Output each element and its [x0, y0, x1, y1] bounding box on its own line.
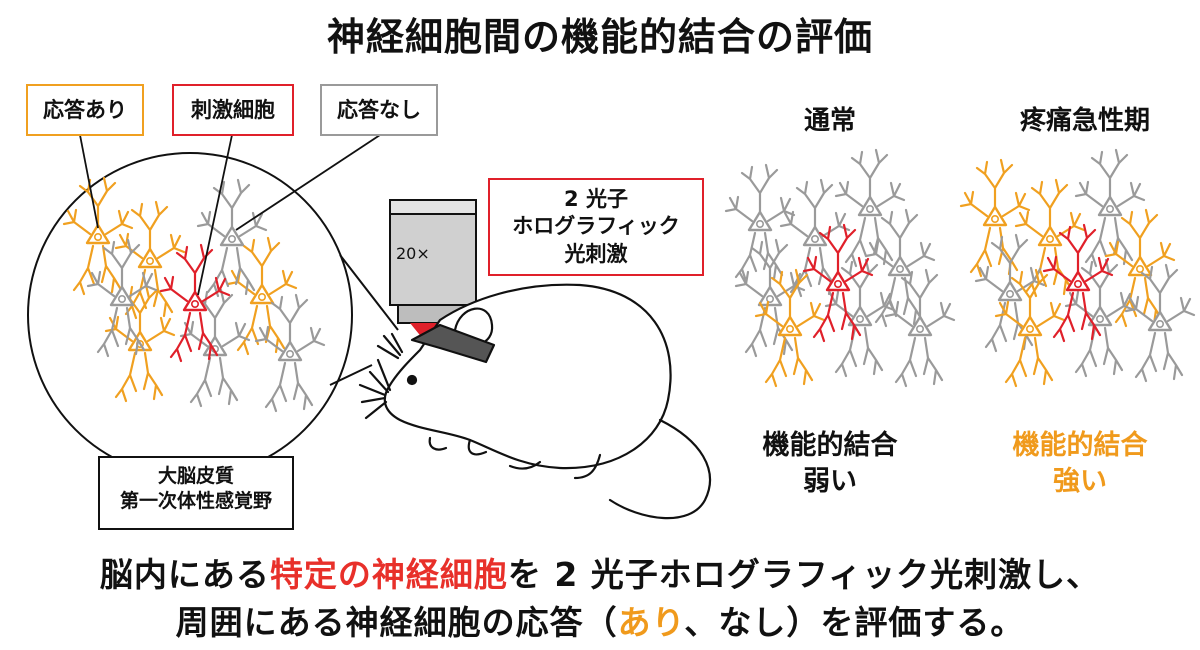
- mouse-icon: [358, 283, 711, 520]
- stim-label-line3: 光刺激: [564, 241, 628, 266]
- caption-highlight-stimulated: 特定の神経細胞: [269, 555, 508, 594]
- caption-highlight-responsive: あり: [617, 603, 685, 642]
- cortex-label-line2: 第一次体性感覚野: [119, 489, 272, 512]
- stimulation-label: 2 光子 ホログラフィック 光刺激: [488, 178, 704, 276]
- caption-text: 、なし）を評価する。: [684, 603, 1025, 642]
- stim-label-line2: ホログラフィック: [512, 214, 680, 239]
- cortex-neurons: [62, 176, 326, 413]
- caption-line1: 脳内にある特定の神経細胞を 2 光子ホログラフィック光刺激し、: [0, 548, 1200, 596]
- cortex-label-line1: 大脳皮質: [157, 465, 234, 487]
- page-title: 神経細胞間の機能的結合の評価: [326, 15, 873, 59]
- objective-label: 20×: [396, 244, 430, 263]
- legend-unresponsive: 応答なし: [320, 84, 438, 136]
- neuron-icon: [196, 178, 268, 298]
- neuron-icon: [254, 293, 326, 413]
- caption-text: 脳内にある: [99, 555, 270, 594]
- caption-line2: 周囲にある神経細胞の応答（あり、なし）を評価する。: [0, 596, 1200, 644]
- normal-result-line2: 弱い: [803, 466, 857, 498]
- normal-result: 機能的結合 弱い: [730, 428, 930, 501]
- acute-pain-result-line1: 機能的結合: [1012, 430, 1148, 461]
- acute-pain-heading: 疼痛急性期: [1019, 106, 1150, 136]
- caption-text: を 2 光子ホログラフィック光刺激し、: [507, 555, 1101, 594]
- cortex-label: 大脳皮質 第一次体性感覚野: [98, 456, 294, 530]
- legend-responsive: 応答あり: [26, 84, 144, 136]
- normal-result-line1: 機能的結合: [762, 430, 898, 461]
- acute-pain-network: [959, 148, 1196, 388]
- acute-pain-result: 機能的結合 強い: [980, 428, 1180, 501]
- stim-label-line1: 2 光子: [564, 187, 628, 211]
- caption-text: 周囲にある神経細胞の応答（: [175, 603, 618, 642]
- legend-pointers: [79, 134, 381, 296]
- legend-stimulated: 刺激細胞: [172, 84, 294, 136]
- normal-network: [724, 148, 956, 388]
- acute-pain-result-line2: 強い: [1053, 466, 1107, 498]
- normal-heading: 通常: [803, 106, 856, 136]
